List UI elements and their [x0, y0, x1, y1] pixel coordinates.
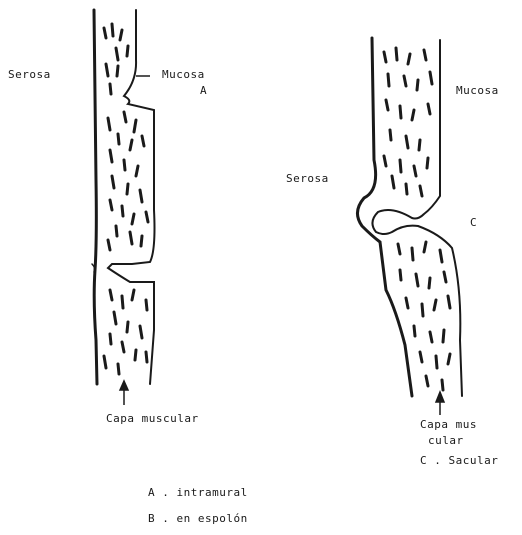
right-capa-label-line1: Capa mus: [420, 418, 477, 431]
right-mucosa-label: Mucosa: [456, 84, 499, 97]
right-letter-label: C: [470, 216, 477, 229]
right-capa-label-line2: cular: [428, 434, 464, 447]
left-wall-mucosa-outline: [108, 10, 155, 384]
right-wall-serosa-outline: [357, 38, 412, 396]
left-letter-label: A: [200, 84, 207, 97]
caption-c: C . Sacular: [420, 454, 498, 467]
caption-a: A . intramural: [148, 486, 248, 499]
right-intestinal-wall: [357, 38, 462, 396]
left-intestinal-wall: [92, 10, 155, 384]
left-mucosa-label: Mucosa: [162, 68, 205, 81]
left-wall-serosa-outline: [94, 10, 97, 384]
left-capa-label: Capa muscular: [106, 412, 199, 425]
left-serosa-label: Serosa: [8, 68, 51, 81]
right-serosa-label: Serosa: [286, 172, 329, 185]
right-wall-mucosa-outline: [372, 40, 462, 396]
caption-b: B . en espolón: [148, 512, 248, 525]
right-wall-pointers: [436, 392, 444, 415]
